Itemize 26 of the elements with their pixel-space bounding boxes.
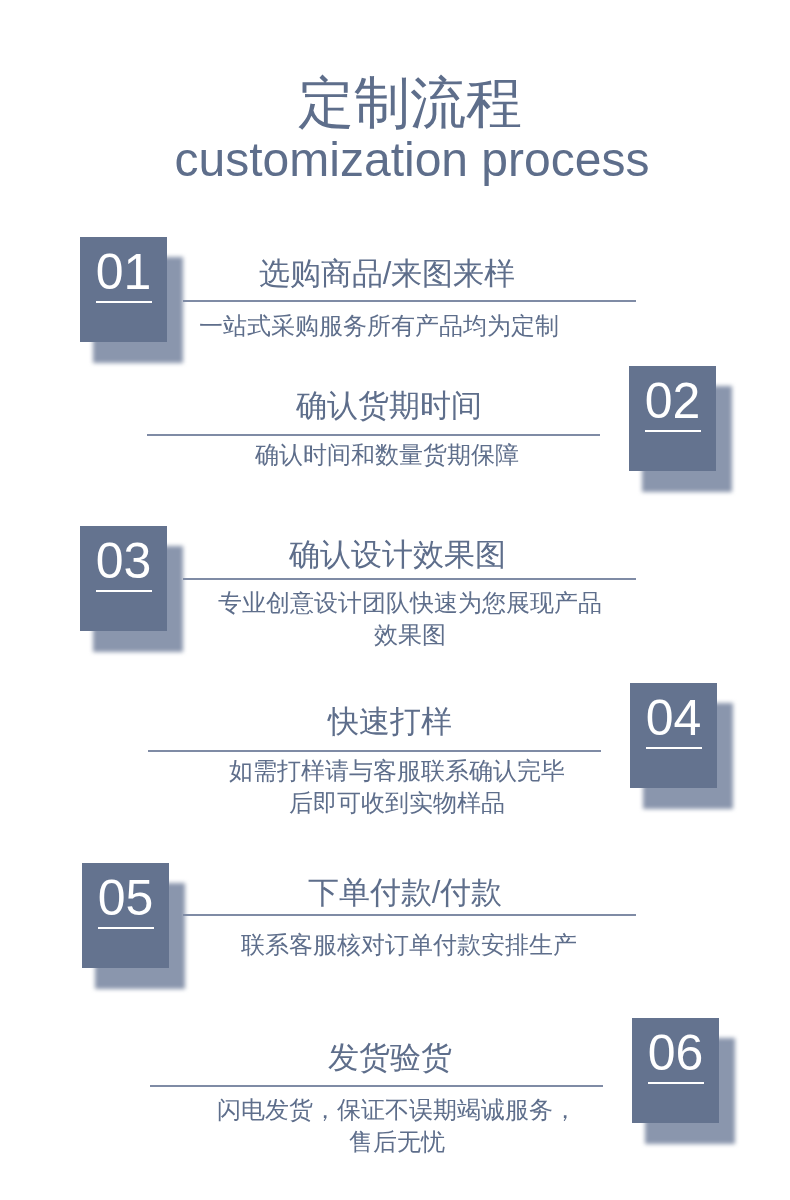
number-tile	[80, 526, 167, 631]
number-tile	[80, 237, 167, 342]
number-tile	[629, 366, 716, 471]
step-description: 闪电发货，保证不误期竭诚服务，售后无忧	[216, 1095, 578, 1157]
step-title: 确认设计效果图	[287, 537, 507, 573]
number-tile	[632, 1018, 719, 1123]
step-title: 下单付款/付款	[306, 875, 504, 911]
step-title: 选购商品/来图来样	[257, 256, 517, 292]
step-description: 如需打样请与客服联系确认完毕后即可收到实物样品	[228, 756, 566, 818]
title: 定制流程	[297, 74, 523, 132]
step-number: 03	[94, 536, 153, 586]
step-title: 确认货期时间	[295, 388, 483, 424]
step-number: 02	[643, 376, 702, 426]
step-description: 一站式采购服务所有产品均为定制	[198, 311, 560, 341]
step-description: 确认时间和数量货期保障	[254, 440, 520, 470]
subtitle: customization process	[173, 134, 651, 186]
number-tile	[630, 683, 717, 788]
step-description: 联系客服核对订单付款安排生产	[240, 930, 578, 960]
number-tile	[82, 863, 169, 968]
step-number: 05	[96, 873, 155, 923]
step-title: 发货验货	[327, 1040, 453, 1076]
step-number: 01	[94, 247, 153, 297]
step-number: 04	[644, 693, 703, 743]
step-number: 06	[646, 1028, 705, 1078]
step-title: 快速打样	[326, 704, 453, 740]
step-description: 专业创意设计团队快速为您展现产品效果图	[217, 588, 603, 650]
